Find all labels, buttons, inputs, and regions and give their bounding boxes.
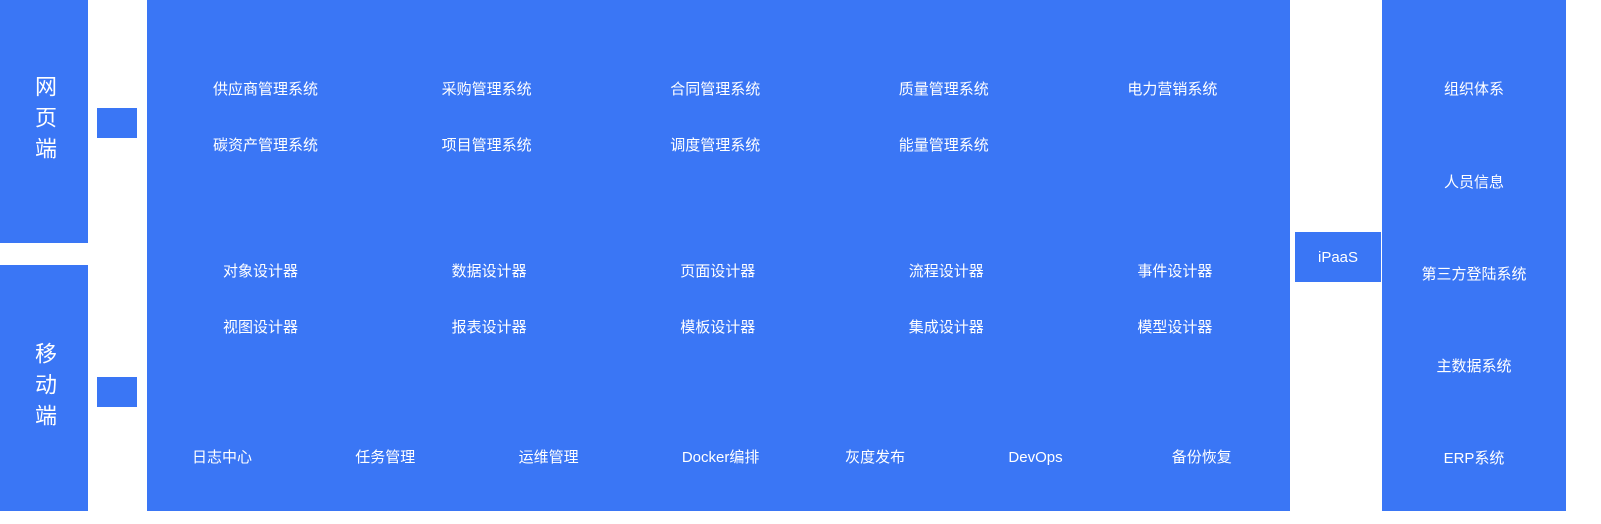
system-label: 调度管理系统 bbox=[670, 137, 761, 154]
system-label: 电力营销系统 bbox=[1127, 81, 1218, 98]
client-web-block: 网页端 bbox=[0, 0, 88, 243]
designer-label: 流程设计器 bbox=[908, 263, 984, 280]
business-systems-row-1: 供应商管理系统 采购管理系统 合同管理系统 质量管理系统 电力营销系统 bbox=[147, 78, 1290, 102]
ops-tool-label: 灰度发布 bbox=[845, 449, 906, 466]
system-label: 碳资产管理系统 bbox=[213, 137, 319, 154]
client-web-label: 网页端 bbox=[32, 75, 57, 168]
designer-label: 视图设计器 bbox=[223, 319, 299, 336]
external-system-label: ERP系统 bbox=[1443, 450, 1505, 467]
system-label: 能量管理系统 bbox=[898, 137, 989, 154]
system-label: 供应商管理系统 bbox=[213, 81, 319, 98]
ipaas-label: iPaaS bbox=[1317, 248, 1359, 266]
ops-tool-label: 备份恢复 bbox=[1171, 449, 1232, 466]
designer-label: 报表设计器 bbox=[451, 319, 527, 336]
system-label: 合同管理系统 bbox=[670, 81, 761, 98]
ops-tool-label: DevOps bbox=[1008, 449, 1063, 466]
designer-label: 数据设计器 bbox=[451, 263, 527, 280]
designer-label: 集成设计器 bbox=[908, 319, 984, 336]
designer-label: 事件设计器 bbox=[1137, 263, 1213, 280]
ops-tools-row: 日志中心 任务管理 运维管理 Docker编排 灰度发布 DevOps 备份恢复 bbox=[147, 446, 1290, 470]
ops-tool-label: 日志中心 bbox=[192, 449, 253, 466]
ipaas-block: iPaaS bbox=[1295, 232, 1381, 282]
business-systems-row-2: 碳资产管理系统 项目管理系统 调度管理系统 能量管理系统 bbox=[147, 134, 1290, 158]
ops-tool-label: Docker编排 bbox=[681, 449, 760, 466]
external-system-label: 组织体系 bbox=[1443, 81, 1504, 98]
designers-row-1: 对象设计器 数据设计器 页面设计器 流程设计器 事件设计器 bbox=[147, 260, 1290, 284]
client-mobile-label: 移动端 bbox=[32, 341, 57, 435]
ops-tool-label: 任务管理 bbox=[355, 449, 416, 466]
external-system-label: 人员信息 bbox=[1443, 174, 1504, 191]
platform-block: 供应商管理系统 采购管理系统 合同管理系统 质量管理系统 电力营销系统 碳资产管… bbox=[147, 0, 1290, 511]
designer-label: 模型设计器 bbox=[1137, 319, 1213, 336]
ops-tool-label: 运维管理 bbox=[518, 449, 579, 466]
system-label bbox=[1061, 134, 1290, 158]
system-label: 项目管理系统 bbox=[441, 137, 532, 154]
client-mobile-block: 移动端 bbox=[0, 265, 88, 511]
external-system-label: 主数据系统 bbox=[1436, 358, 1512, 375]
connector-web bbox=[97, 108, 137, 138]
designer-label: 对象设计器 bbox=[223, 263, 299, 280]
designer-label: 页面设计器 bbox=[680, 263, 756, 280]
connector-mobile bbox=[97, 377, 137, 407]
external-systems-block: 组织体系 人员信息 第三方登陆系统 主数据系统 ERP系统 bbox=[1382, 0, 1566, 511]
system-label: 质量管理系统 bbox=[898, 81, 989, 98]
designer-label: 模板设计器 bbox=[680, 319, 756, 336]
system-label: 采购管理系统 bbox=[441, 81, 532, 98]
external-system-label: 第三方登陆系统 bbox=[1421, 266, 1527, 283]
designers-row-2: 视图设计器 报表设计器 模板设计器 集成设计器 模型设计器 bbox=[147, 316, 1290, 340]
